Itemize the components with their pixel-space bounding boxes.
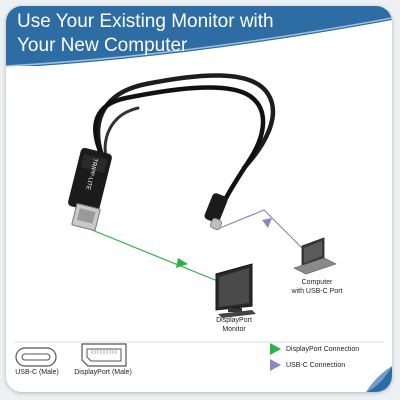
usbc-connector bbox=[204, 193, 228, 231]
computer-label-line-2: with USB-C Port bbox=[291, 288, 343, 295]
green-triangle-icon bbox=[270, 343, 281, 355]
title-line-2: Your New Computer bbox=[17, 35, 188, 56]
monitor-label-line-2: Monitor bbox=[222, 326, 246, 333]
monitor-label-line-1: DisplayPort bbox=[216, 317, 252, 324]
displayport-connection-line bbox=[91, 229, 221, 283]
usbc-connector-label: USB-C (Male) bbox=[15, 369, 59, 376]
product-card: Use Your Existing Monitor with Your New … bbox=[6, 6, 392, 392]
legend-displayport-connection: DisplayPort Connection bbox=[286, 346, 360, 353]
displayport-connector-body bbox=[68, 147, 112, 213]
usbc-connection-line bbox=[219, 209, 305, 251]
usbc-port-icon bbox=[15, 347, 57, 367]
monitor-icon bbox=[215, 263, 256, 318]
displayport-connector-label: DisplayPort (Male) bbox=[74, 369, 132, 376]
displayport-port-icon bbox=[81, 343, 127, 367]
legend-usbc-connection: USB-C Connection bbox=[286, 362, 346, 369]
monitor-label: DisplayPort Monitor bbox=[206, 316, 262, 334]
computer-label-line-1: Computer bbox=[301, 279, 333, 286]
title-line-1: Use Your Existing Monitor with bbox=[17, 11, 274, 32]
purple-triangle-icon bbox=[262, 218, 272, 228]
product-illustration: TRIPP·LITE bbox=[14, 73, 384, 371]
displayport-plug bbox=[71, 203, 101, 231]
green-triangle-icon bbox=[176, 258, 188, 268]
cable bbox=[93, 73, 276, 205]
page-title: Use Your Existing Monitor with Your New … bbox=[17, 10, 387, 58]
purple-triangle-icon bbox=[270, 359, 281, 371]
computer-label: Computer with USB-C Port bbox=[282, 278, 352, 296]
laptop-icon bbox=[293, 237, 337, 275]
page-curl-decoration bbox=[366, 366, 392, 392]
